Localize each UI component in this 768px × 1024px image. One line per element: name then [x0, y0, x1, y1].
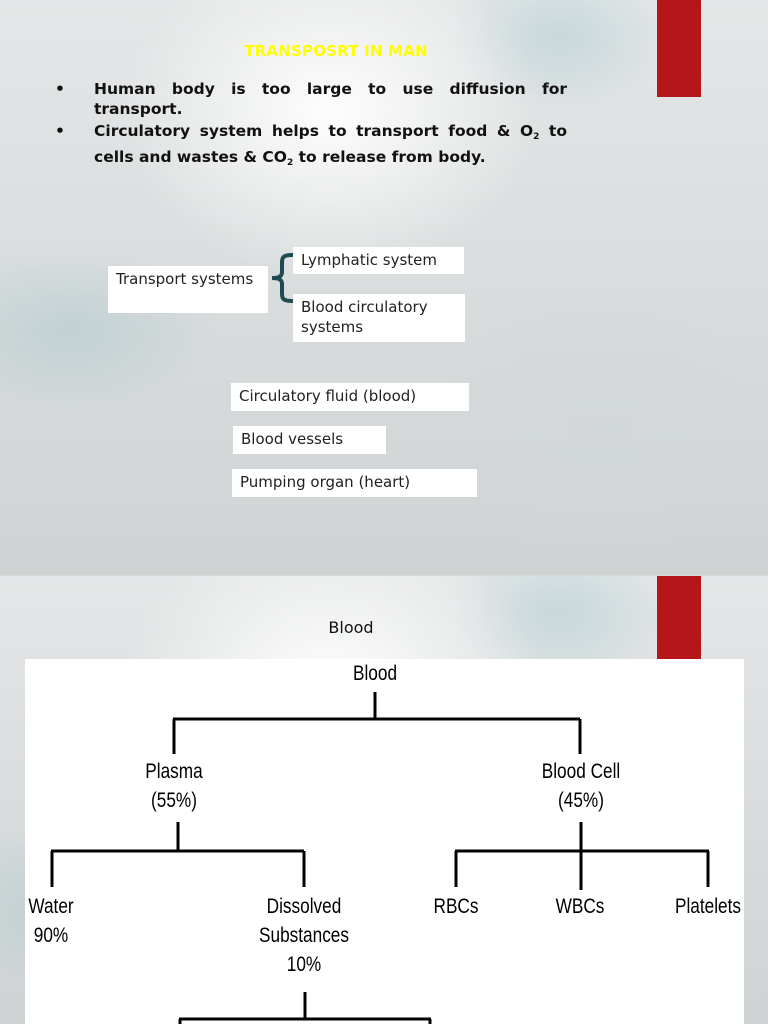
- node-water: Water 90%: [28, 895, 74, 947]
- node-platelets: Platelets: [674, 895, 742, 918]
- node-plasma: Plasma (55%): [145, 760, 203, 812]
- bullet-item: • Circulatory system helps to transport …: [55, 121, 567, 173]
- bullet-item: • Human body is too large to use diffusi…: [55, 79, 567, 119]
- pumping-organ-box: Pumping organ (heart): [232, 469, 477, 497]
- slide-title: TRANSPOSRT IN MAN: [244, 42, 428, 60]
- blood-vessels-box: Blood vessels: [233, 426, 386, 454]
- tree-connectors: [50, 692, 710, 1024]
- slide-transport-in-man: TRANSPOSRT IN MAN • Human body is too la…: [0, 0, 768, 575]
- node-wbcs: WBCs: [555, 895, 605, 918]
- bullet-text: Human body is too large to use diffusion…: [94, 80, 567, 118]
- brace-icon: [271, 253, 294, 303]
- bullet-text: Circulatory system helps to transport fo…: [94, 122, 567, 168]
- slide-blood: Blood: [0, 576, 768, 1024]
- blood-composition-diagram: Blood Plasma (55%) Blood Cell (45%) Wate…: [25, 659, 744, 1024]
- node-rbcs: RBCs: [433, 895, 479, 918]
- accent-bar: [657, 576, 701, 660]
- bullet-list: • Human body is too large to use diffusi…: [55, 79, 567, 175]
- lymphatic-system-box: Lymphatic system: [293, 247, 464, 274]
- slide-title: Blood: [328, 618, 374, 637]
- node-blood: Blood: [352, 662, 398, 685]
- node-blood-cell: Blood Cell (45%): [541, 760, 621, 812]
- accent-bar: [657, 0, 701, 97]
- bullet-marker: •: [55, 80, 65, 98]
- node-dissolved-substances: Dissolved Substances 10%: [259, 895, 349, 976]
- transport-systems-box: Transport systems: [108, 266, 268, 313]
- bullet-marker: •: [55, 122, 65, 140]
- blood-circulatory-box: Blood circulatory systems: [293, 294, 465, 342]
- circulatory-fluid-box: Circulatory fluid (blood): [231, 383, 469, 411]
